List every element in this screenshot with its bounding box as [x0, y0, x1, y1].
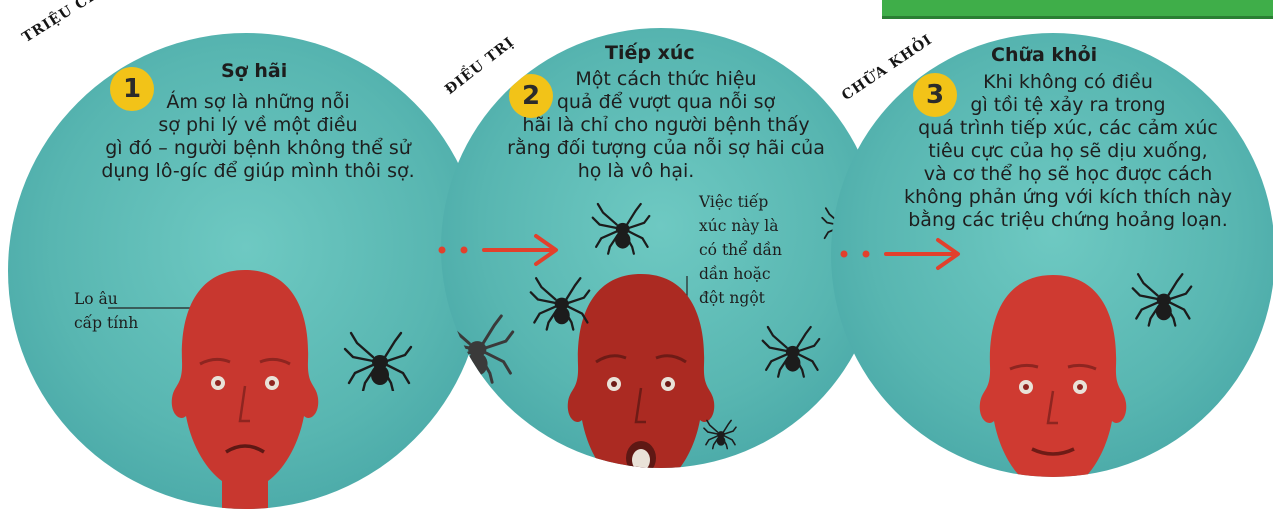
description-line: hãi là chỉ cho người bệnh thấy: [481, 114, 851, 137]
spider-icon: [703, 418, 737, 450]
spider-icon: [591, 198, 651, 258]
calm-head-icon: [968, 273, 1138, 477]
description-line: dụng lô-gíc để giúp mình thôi sợ.: [48, 160, 468, 183]
annotation-line: xúc này là: [699, 214, 782, 238]
arrow-icon: [836, 234, 968, 274]
description-line: không phản ứng với kích thích này: [873, 186, 1263, 209]
description-line: Một cách thức hiệu: [481, 68, 851, 91]
description-line: và cơ thể họ sẽ học được cách: [873, 163, 1263, 186]
stage-label-symptoms: TRIỆU CHỨNG: [20, 0, 138, 46]
annotation-line: Việc tiếp: [699, 190, 782, 214]
description-line: họ là vô hại.: [441, 160, 851, 183]
description-line: gì tồi tệ xảy ra trong: [873, 94, 1263, 117]
top-green-bar: [882, 0, 1273, 19]
step-title: Sợ hãi: [221, 60, 287, 82]
spider-icon: [529, 274, 591, 332]
arrow-icon: [436, 230, 564, 270]
annotation-line: có thể dần: [699, 238, 782, 262]
step-title: Tiếp xúc: [605, 42, 695, 64]
description-line: tiêu cực của họ sẽ dịu xuống,: [873, 140, 1263, 163]
annotation-line: cấp tính: [74, 311, 138, 335]
description-line: bằng các triệu chứng hoảng loạn.: [873, 209, 1263, 232]
step-description: Khi không có điều gì tồi tệ xảy ra trong…: [873, 71, 1263, 232]
spider-icon: [761, 323, 821, 379]
spider-icon: [441, 308, 515, 388]
stage-circle-symptoms: 1 Sợ hãi Ám sợ là những nỗi sợ phi lý về…: [8, 33, 484, 509]
step-title: Chữa khỏi: [991, 44, 1097, 66]
description-line: quả để vượt qua nỗi sợ: [481, 91, 851, 114]
description-line: sợ phi lý về một điều: [48, 114, 468, 137]
step-description: Một cách thức hiệu quả để vượt qua nỗi s…: [481, 68, 851, 183]
description-line: quá trình tiếp xúc, các cảm xúc: [873, 117, 1263, 140]
phobia-infographic: 1 Sợ hãi Ám sợ là những nỗi sợ phi lý về…: [0, 0, 1273, 486]
description-line: rằng đối tượng của nỗi sợ hãi của: [481, 137, 851, 160]
step-description: Ám sợ là những nỗi sợ phi lý về một điều…: [48, 91, 468, 183]
description-line: Ám sợ là những nỗi: [48, 91, 468, 114]
description-line: gì đó – người bệnh không thể sử: [48, 137, 468, 160]
description-line: Khi không có điều: [873, 71, 1263, 94]
spider-icon: [1131, 271, 1193, 327]
spider-icon: [343, 331, 413, 391]
worried-head-icon: [160, 266, 330, 509]
